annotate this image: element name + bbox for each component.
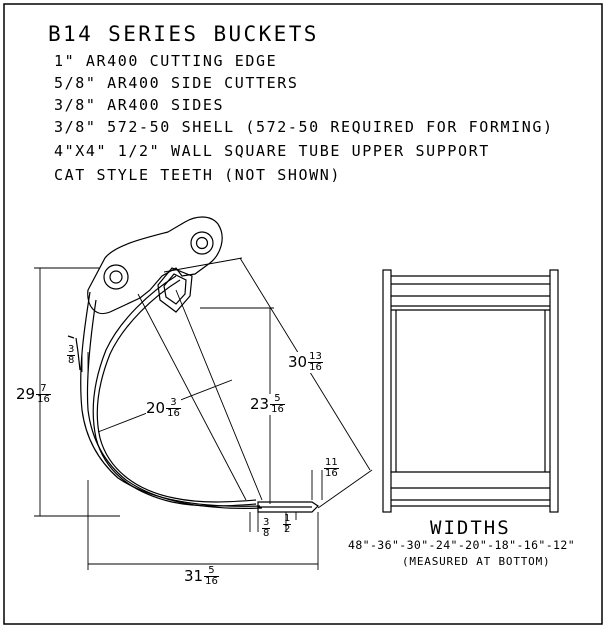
widths-note: (MEASURED AT BOTTOM)	[402, 555, 551, 568]
dim-opening-den: 16	[309, 362, 322, 373]
dim-reach-den: 16	[167, 408, 180, 419]
dim-reach-num: 3	[166, 398, 181, 409]
shell-inner-2	[96, 279, 257, 503]
dim-depth-num: 5	[270, 394, 285, 405]
square-tube-outer	[157, 267, 193, 313]
spec-line-upper-support: 4"X4" 1/2" WALL SQUARE TUBE UPPER SUPPOR…	[54, 142, 490, 160]
bucket-front-view	[382, 269, 559, 513]
dim-length-whole: 31	[184, 567, 204, 585]
dim-edge-thickness-den: 16	[325, 468, 338, 479]
rear-pin-hole	[109, 270, 123, 284]
widths-title: WIDTHS	[430, 517, 511, 539]
chord-line	[175, 289, 263, 501]
left-side-plate	[382, 269, 392, 513]
front-pin-boss	[190, 231, 214, 255]
dim-depth-den: 16	[271, 404, 284, 415]
spec-line-sides: 3/8" AR400 SIDES	[54, 96, 225, 114]
sheet-title: B14 SERIES BUCKETS	[48, 22, 319, 46]
dim-opening-num: 13	[308, 351, 323, 363]
right-side-plate	[549, 269, 559, 513]
cutting-edge	[257, 501, 319, 513]
opening-ext-bottom	[317, 469, 373, 509]
dim-reach-whole: 20	[146, 399, 166, 417]
dim-edge-thickness-num: 11	[324, 457, 339, 469]
dim-side-cutter-den: 8	[68, 355, 75, 366]
spec-line-side-cutters: 5/8" AR400 SIDE CUTTERS	[54, 74, 299, 92]
hanger-plate	[87, 216, 223, 315]
square-tube-inner	[163, 273, 187, 305]
chord-line-2	[137, 293, 247, 501]
side-cutter	[67, 335, 81, 371]
opening-ext-top	[163, 257, 243, 273]
dim-height-whole: 29	[16, 385, 36, 403]
front-pin-hole	[195, 236, 209, 250]
dim-edge-bottom-b-num: 1	[283, 513, 292, 525]
dim-side-cutter-num: 3	[67, 344, 76, 356]
dimension-lines	[34, 257, 373, 570]
dim-depth-whole: 23	[250, 395, 270, 413]
dim-height-num: 7	[36, 384, 51, 395]
dim-length-num: 5	[204, 566, 219, 577]
side-plate-back	[80, 291, 261, 507]
spec-line-teeth: CAT STYLE TEETH (NOT SHOWN)	[54, 166, 342, 184]
rear-pin-boss	[103, 264, 129, 290]
spec-line-cutting-edge: 1" AR400 CUTTING EDGE	[54, 52, 278, 70]
spec-line-shell: 3/8" 572-50 SHELL (572-50 REQUIRED FOR F…	[54, 118, 554, 136]
shell-inner	[92, 275, 257, 507]
dim-edge-bottom-a-den: 8	[263, 528, 270, 539]
bucket-side-view	[67, 216, 319, 513]
dim-edge-bottom-b-den: 2	[284, 524, 291, 535]
dim-length-den: 16	[205, 576, 218, 587]
widths-list: 48"-36"-30"-24"-20"-18"-16"-12"	[348, 538, 576, 552]
dim-height-den: 16	[37, 394, 50, 405]
dim-edge-bottom-a-num: 3	[262, 517, 271, 529]
shell-side-lines	[395, 310, 546, 472]
dim-opening-whole: 30	[288, 353, 308, 371]
sheet-border	[3, 3, 603, 625]
